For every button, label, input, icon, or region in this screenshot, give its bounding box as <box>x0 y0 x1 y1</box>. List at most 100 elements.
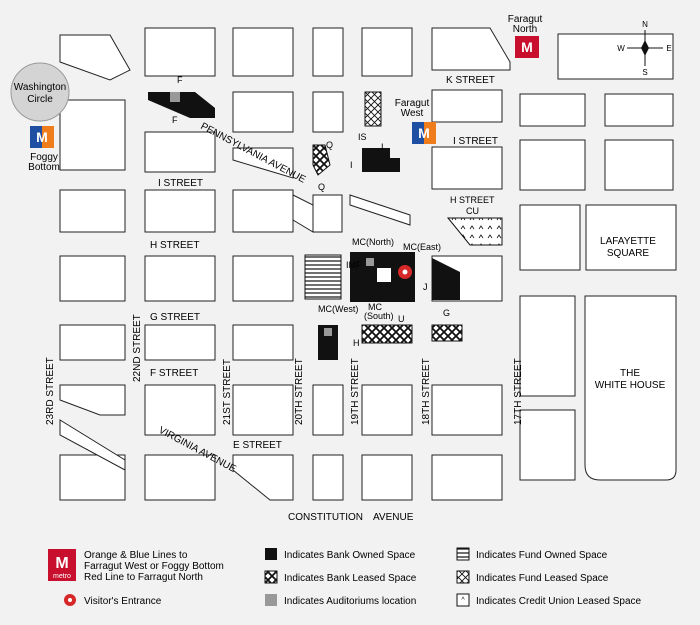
map-label: H <box>353 338 360 348</box>
building-h <box>318 325 338 360</box>
metro-foggy-bottom-icon: M <box>30 126 54 148</box>
map-label: Q <box>318 182 325 192</box>
legend-visitor-icon <box>64 594 76 606</box>
map-label: 22ND STREET <box>132 314 143 382</box>
map-label: MC <box>368 302 382 312</box>
map-label: Orange & Blue Lines to <box>84 550 188 561</box>
legend-bank-leased-swatch <box>264 570 278 584</box>
map-label: I <box>381 142 384 152</box>
map-label: W <box>617 44 625 53</box>
map-label: CONSTITUTION <box>288 512 363 523</box>
metro-farragut-north-icon: M <box>515 36 539 58</box>
map-label: I <box>350 160 353 170</box>
map-label: I STREET <box>158 178 203 189</box>
map-label: IMF <box>346 260 362 270</box>
map-label: E STREET <box>233 440 282 451</box>
farragut-west-label-1: Faragut <box>395 98 430 109</box>
map-label: 20TH STREET <box>294 358 305 425</box>
map-label: H STREET <box>150 240 199 251</box>
building-u <box>361 324 413 344</box>
legend: M metro Orange & Blue Lines to Farragut … <box>48 547 642 607</box>
map-label: Red Line to Farragut North <box>84 572 203 583</box>
foggy-bottom-label-1: Foggy <box>30 152 58 163</box>
map-label: Indicates Auditoriums location <box>284 596 416 607</box>
map-label: MC(West) <box>318 304 358 314</box>
map-label: M <box>55 555 68 572</box>
map-label: H STREET <box>450 195 495 205</box>
washington-circle: Washington Circle <box>10 62 70 122</box>
legend-fund-leased-swatch <box>456 570 470 584</box>
farragut-west-label-2: West <box>401 108 424 119</box>
white-house-label-2: WHITE HOUSE <box>595 380 666 391</box>
map-label: Indicates Credit Union Leased Space <box>476 596 642 607</box>
visitor-entrance-icon <box>398 265 412 279</box>
map-label: M <box>521 39 533 55</box>
map-label: 18TH STREET <box>421 358 432 425</box>
legend-auditorium-swatch <box>265 594 277 606</box>
map-label: Indicates Fund Owned Space <box>476 550 608 561</box>
map-label: MC(East) <box>403 242 441 252</box>
foggy-bottom-label-2: Bottom <box>28 162 60 173</box>
map-label: N <box>642 20 648 29</box>
map-label: 21ST STREET <box>222 359 233 425</box>
map-label: (South) <box>364 311 394 321</box>
map-label: CU <box>466 206 479 216</box>
building-code-labels: F F IS I I Q Q H STREET CU MC(North) MC(… <box>172 75 495 348</box>
map-label: F <box>172 115 178 125</box>
map-label: G STREET <box>150 312 200 323</box>
map-label: Washington <box>14 82 66 93</box>
map-label: I STREET <box>453 136 498 147</box>
compass-icon: N S E W <box>617 20 671 77</box>
map-label: AVENUE <box>373 512 414 523</box>
lafayette-label-1: LAFAYETTE <box>600 236 656 247</box>
map-label: G <box>443 308 450 318</box>
mc-courtyard <box>377 268 391 282</box>
map-label: M <box>36 129 48 145</box>
map-label: U <box>398 314 405 324</box>
map-label: 19TH STREET <box>350 358 361 425</box>
map-label: S <box>642 68 647 77</box>
map-label: M <box>418 125 430 141</box>
building-is <box>364 91 382 127</box>
lafayette-label-2: SQUARE <box>607 248 650 259</box>
city-blocks <box>59 27 677 501</box>
metro-farragut-west-icon: M <box>412 122 436 144</box>
auditorium-mc <box>366 258 374 266</box>
map-label: Indicates Bank Owned Space <box>284 550 416 561</box>
map-label: Farragut West or Foggy Bottom <box>84 561 224 572</box>
map-label: Q <box>326 140 333 150</box>
map-label: ^ <box>461 597 465 604</box>
farragut-north-label-2: North <box>513 24 537 35</box>
map-label: Indicates Bank Leased Space <box>284 573 417 584</box>
map-label: K STREET <box>446 75 495 86</box>
auditorium-h <box>324 328 332 336</box>
legend-metro-icon: M metro <box>48 549 76 581</box>
map-label: F <box>177 75 183 85</box>
legend-bank-owned-swatch <box>265 548 277 560</box>
map-label: Circle <box>27 94 53 105</box>
farragut-north-label-1: Faragut <box>508 14 543 25</box>
white-house-label-1: THE <box>620 368 640 379</box>
map-label: Visitor's Entrance <box>84 596 162 607</box>
map-label: E <box>666 44 671 53</box>
building-j <box>432 258 460 300</box>
building-i <box>362 148 400 172</box>
building-q <box>312 144 331 176</box>
map-label: MC(North) <box>352 237 394 247</box>
auditorium-f <box>170 92 180 102</box>
map-label: J <box>423 282 428 292</box>
map-label: 17TH STREET <box>513 358 524 425</box>
building-g <box>431 324 463 342</box>
bank-owned-buildings <box>148 92 460 360</box>
map-label: F STREET <box>150 368 198 379</box>
map-label: IS <box>358 132 367 142</box>
building-imf <box>304 254 342 300</box>
map-label: 23RD STREET <box>45 357 56 425</box>
map-label: metro <box>53 573 71 580</box>
building-cu <box>446 217 503 246</box>
map-label: Indicates Fund Leased Space <box>476 573 609 584</box>
legend-cu-swatch <box>456 593 470 607</box>
building-f <box>148 92 215 118</box>
legend-fund-owned-swatch <box>456 547 470 561</box>
